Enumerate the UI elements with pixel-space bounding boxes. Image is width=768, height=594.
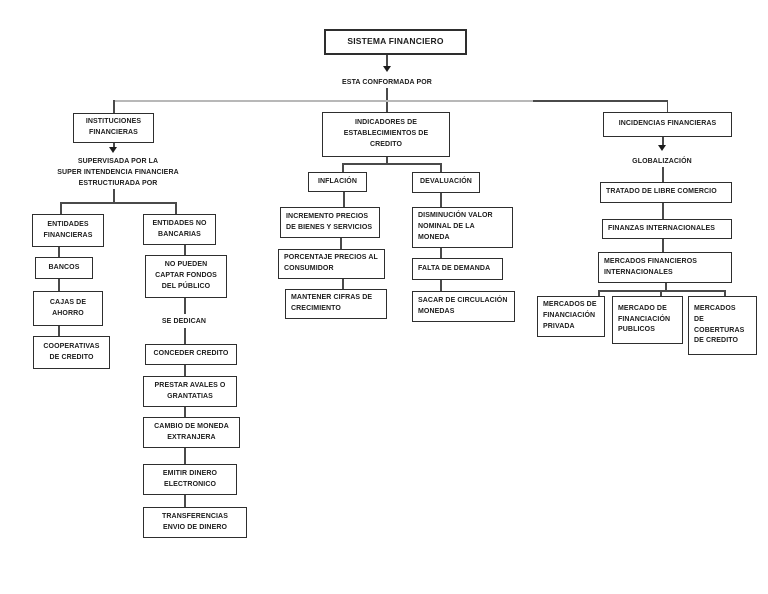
node-incidencias-financieras: INCIDENCIAS FINANCIERAS	[603, 112, 732, 137]
connector-line	[665, 283, 667, 291]
connector-line	[342, 163, 344, 172]
node-emitir-dinero: EMITIR DINERO ELECTRONICO	[143, 464, 237, 495]
connector-line	[440, 163, 442, 172]
connector-line	[533, 100, 668, 102]
connector-line	[660, 290, 662, 296]
connector-line	[666, 100, 668, 112]
node-mercado-financiacion-publicos: MERCADO DE FINANCIACIÓN PUBLICOS	[612, 296, 683, 344]
node-cajas-de-ahorro: CAJAS DE AHORRO	[33, 291, 103, 326]
connector-line	[342, 279, 344, 289]
connector-line	[440, 248, 442, 258]
connector-line	[343, 192, 345, 207]
node-cambio-de-moneda: CAMBIO DE MONEDA EXTRANJERA	[143, 417, 240, 448]
node-entidades-financieras: ENTIDADES FINANCIERAS	[32, 214, 104, 247]
label-supervisada-por: SUPERVISADA POR LA SUPER INTENDENCIA FIN…	[57, 158, 179, 188]
node-disminucion-valor: DISMINUCIÓN VALOR NOMINAL DE LA MONEDA	[412, 207, 513, 248]
connector-line	[184, 328, 186, 344]
connector-line	[662, 167, 664, 182]
connector-line	[113, 143, 115, 149]
node-prestar-avales: PRESTAR AVALES O GRANTATIAS	[143, 376, 237, 407]
node-finanzas-internacionales: FINANZAS INTERNACIONALES	[602, 219, 732, 239]
connector-line	[58, 279, 60, 292]
node-conceder-credito: CONCEDER CREDITO	[145, 344, 237, 365]
connector-line	[60, 202, 62, 214]
connector-line	[662, 137, 664, 146]
connector-line	[60, 202, 176, 204]
node-cooperativas-de-credito: COOPERATIVAS DE CREDITO	[33, 336, 110, 369]
node-indicadores-credito: INDICADORES DE ESTABLECIMIENTOS DE CREDI…	[322, 112, 450, 157]
node-transferencias: TRANSFERENCIAS ENVIO DE DINERO	[143, 507, 247, 538]
node-entidades-no-bancarias: ENTIDADES NO BANCARIAS	[143, 214, 216, 245]
connector-line	[340, 238, 342, 249]
connector-line	[184, 495, 186, 507]
node-mantener-cifras: MANTENER CIFRAS DE CRECIMIENTO	[285, 289, 387, 319]
connector-line	[58, 247, 60, 258]
connector-line	[662, 239, 664, 252]
connector-line	[342, 163, 441, 165]
connector-line	[662, 203, 664, 219]
connector-line	[386, 55, 388, 67]
node-porcentaje-precios: PORCENTAJE PRECIOS AL CONSUMIDOR	[278, 249, 385, 279]
connector-line	[113, 100, 115, 113]
node-mercados-financieros-internacionales: MERCADOS FINANCIEROS INTERNACIONALES	[598, 252, 732, 283]
connector-line	[184, 298, 186, 314]
connector-line	[440, 193, 442, 207]
node-tratado-libre-comercio: TRATADO DE LIBRE COMERCIO	[600, 182, 732, 203]
connector-line	[175, 202, 177, 214]
node-mercados-coberturas-credito: MERCADOS DE COBERTURAS DE CREDITO	[688, 296, 757, 355]
connector-line	[184, 365, 186, 377]
node-sacar-circulacion: SACAR DE CIRCULACIÓN MONEDAS	[412, 291, 515, 322]
node-mercados-financiacion-privada: MERCADOS DE FINANCIACIÓN PRIVADA	[537, 296, 605, 337]
node-devaluacion: DEVALUACIÓN	[412, 172, 480, 193]
arrow-down-icon	[109, 147, 117, 153]
arrow-down-icon	[658, 145, 666, 151]
connector-line	[598, 290, 725, 292]
connector-line	[58, 326, 60, 337]
label-esta-conformada-por: ESTA CONFORMADA POR	[342, 79, 432, 86]
label-globalizacion: GLOBALIZACIÓN	[632, 158, 692, 165]
connector-line	[724, 290, 726, 296]
connector-line	[113, 100, 533, 102]
connector-line	[386, 157, 388, 164]
node-sistema-financiero: SISTEMA FINANCIERO	[324, 29, 467, 55]
node-incremento-precios: INCREMENTO PRECIOS DE BIENES Y SERVICIOS	[280, 207, 380, 238]
connector-line	[440, 280, 442, 291]
connector-line	[184, 245, 186, 255]
node-bancos: BANCOS	[35, 257, 93, 279]
node-falta-de-demanda: FALTA DE DEMANDA	[412, 258, 503, 280]
node-no-pueden-captar-fondos: NO PUEDEN CAPTAR FONDOS DEL PÚBLICO	[145, 255, 227, 298]
connector-line	[184, 407, 186, 417]
connector-line	[598, 290, 600, 296]
connector-line	[184, 448, 186, 464]
label-se-dedican: SE DEDICAN	[161, 318, 207, 325]
node-inflacion: INFLACIÓN	[308, 172, 367, 192]
arrow-down-icon	[383, 66, 391, 72]
connector-line	[113, 189, 115, 203]
node-instituciones-financieras: INSTITUCIONES FINANCIERAS	[73, 113, 154, 143]
